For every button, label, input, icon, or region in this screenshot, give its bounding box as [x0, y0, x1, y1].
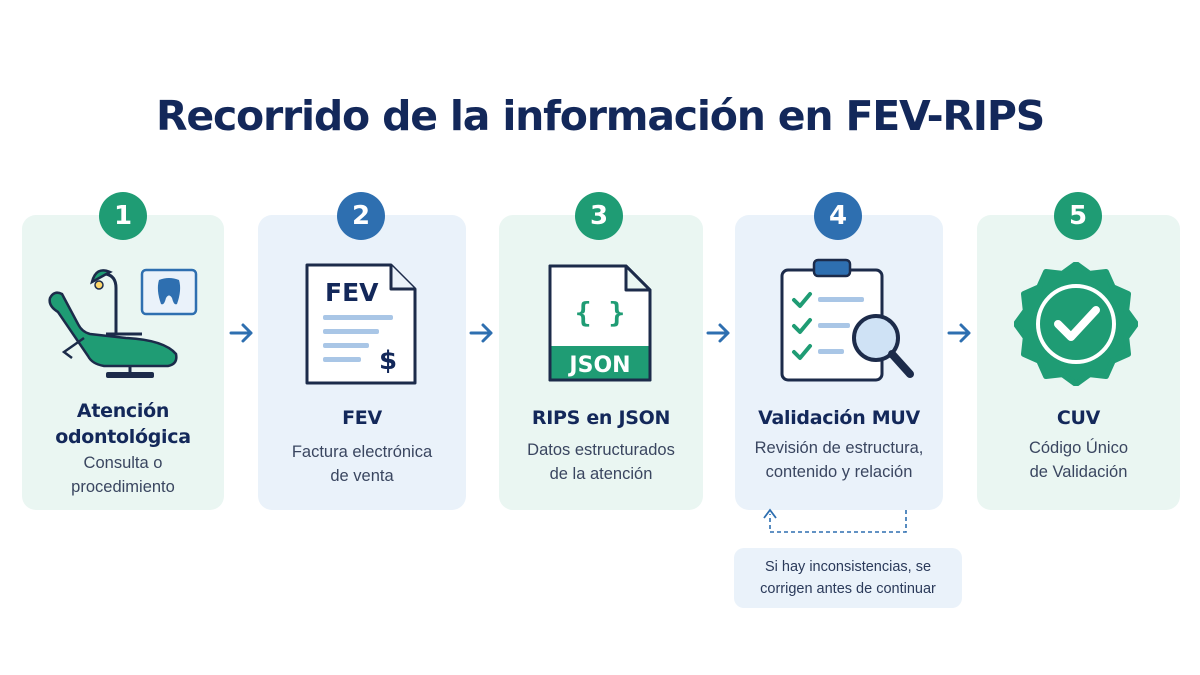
step-title-4: Validación MUV: [758, 407, 920, 429]
step-title-5: CUV: [1056, 407, 1101, 429]
step-desc-4: Revisión de estructura,contenido y relac…: [754, 439, 924, 481]
step-title-3: RIPS en JSON: [531, 407, 671, 429]
svg-text:JSON: JSON: [567, 353, 630, 378]
step-badge-3: 3: [575, 192, 623, 240]
page-title: Recorrido de la información en FEV-RIPS: [155, 92, 1045, 140]
invoice-document-icon: FEV $: [305, 263, 417, 385]
step-title-2: FEV: [342, 407, 382, 429]
arrow-right-icon: [229, 323, 253, 343]
arrow-right-icon: [706, 323, 730, 343]
checklist-magnifier-icon: [780, 258, 914, 382]
svg-text:FEV: FEV: [325, 278, 379, 307]
step-badge-5: 5: [1054, 192, 1102, 240]
svg-text:{ }: { }: [575, 296, 626, 329]
step-badge-4: 4: [814, 192, 862, 240]
feedback-loop-arrow: [763, 508, 907, 533]
dental-chair-icon: [48, 268, 198, 378]
step-badge-1: 1: [99, 192, 147, 240]
step-badge-2: 2: [337, 192, 385, 240]
seal-check-icon: [1014, 262, 1138, 386]
arrow-right-icon: [469, 323, 493, 343]
arrow-right-icon: [947, 323, 971, 343]
svg-text:$: $: [379, 346, 397, 376]
json-file-icon: { } JSON: [548, 264, 652, 382]
